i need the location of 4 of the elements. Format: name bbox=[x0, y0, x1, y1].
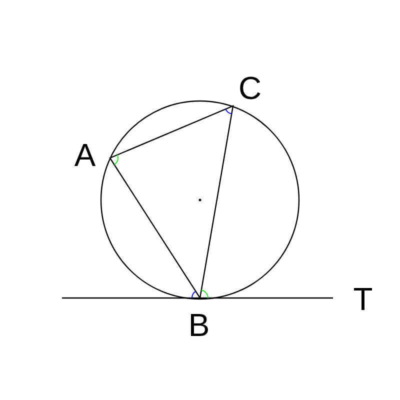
point-label: C bbox=[240, 76, 260, 100]
point-label: T bbox=[354, 288, 372, 310]
point-label: A bbox=[74, 144, 96, 166]
point-label: B bbox=[190, 314, 208, 336]
